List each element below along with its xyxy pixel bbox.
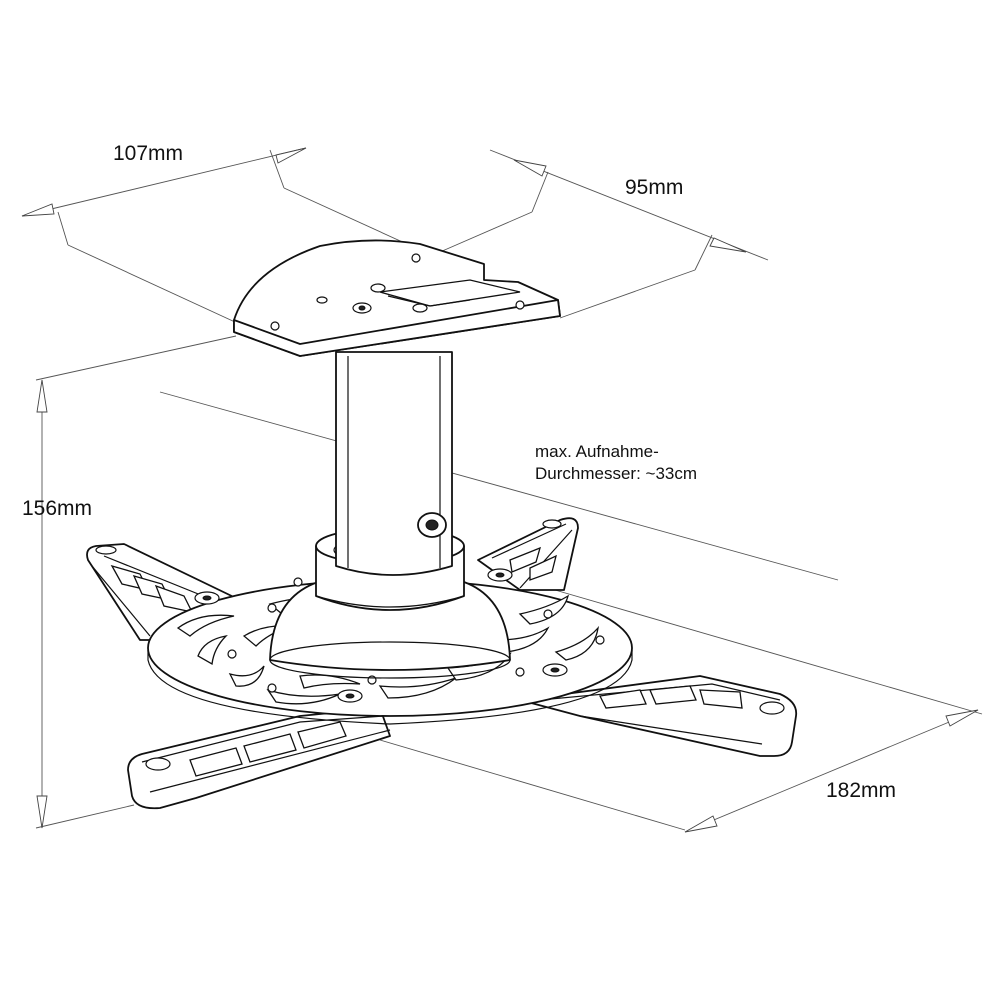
- note-line-1: max. Aufnahme-: [535, 442, 659, 461]
- disc-bolt-right: [542, 663, 568, 677]
- dimension-label-156mm: 156mm: [22, 497, 92, 520]
- dimension-156mm: [35, 335, 237, 829]
- note-line-2: Durchmesser: ~33cm: [535, 464, 697, 483]
- center-dome: [269, 581, 511, 679]
- disc-bolt-left: [194, 591, 220, 605]
- dimension-label-107mm: 107mm: [113, 142, 183, 165]
- diameter-reference-line: [159, 391, 839, 581]
- dimension-label-95mm: 95mm: [625, 176, 683, 199]
- extension-tube: [335, 351, 453, 576]
- arm-front-left: [127, 707, 391, 810]
- dimension-label-182mm: 182mm: [826, 779, 896, 802]
- dimension-95mm: [439, 149, 769, 319]
- disc-bolt-front: [337, 689, 363, 703]
- disc-bolt-back: [487, 568, 513, 582]
- tube-set-screw: [417, 512, 447, 538]
- ceiling-plate: [233, 239, 561, 357]
- dimension-182mm: [379, 589, 983, 833]
- dimension-107mm: [21, 147, 421, 329]
